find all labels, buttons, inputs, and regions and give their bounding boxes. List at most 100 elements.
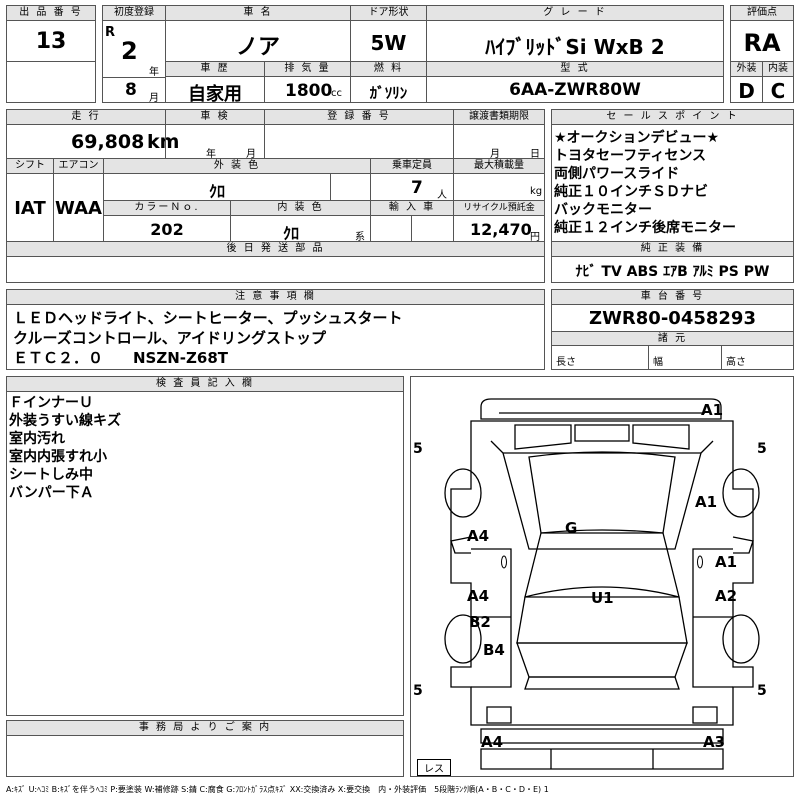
aircon-value: WAA <box>55 198 102 219</box>
sales-points-label: セ ー ル ス ポ イ ン ト <box>551 109 794 125</box>
inspection-label: 車 検 <box>165 109 265 125</box>
capacity-value: 7 <box>411 178 423 198</box>
transfer-day-unit: 日 <box>530 149 540 160</box>
spec-height-cell: 高さ <box>721 345 794 370</box>
mark-rear-right-door: A2 <box>715 587 738 605</box>
shift-cell: IAT <box>6 173 54 242</box>
legend-text: A:ｷｽﾞ U:ﾍｺﾐ B:ｷｽﾞを伴うﾍｺﾐ P:要塗装 W:補修跡 S:錆 … <box>6 785 549 794</box>
notes-label: 注 意 事 項 欄 <box>6 289 545 305</box>
spec-height-label: 高さ <box>726 357 746 368</box>
car-name-cell: ノア <box>165 20 351 62</box>
era: R <box>105 25 116 40</box>
mark-left-rear: B4 <box>483 641 505 659</box>
recycle-unit: 円 <box>530 232 540 243</box>
history-cell: 自家用 <box>165 76 265 105</box>
rating-label: 評価点 <box>730 5 794 21</box>
model-value: 6AA-ZWR80W <box>509 80 641 100</box>
fuel-cell: ｶﾞｿﾘﾝ <box>350 76 427 103</box>
mark-front-bumper: A1 <box>701 401 724 419</box>
car-name-label: 車 名 <box>165 5 351 21</box>
sales-point-item: 両側パワースライド <box>554 166 680 182</box>
reg-year: 2 <box>121 37 138 65</box>
first-reg-cell: R 2 年 <box>102 20 166 78</box>
displacement-label: 排 気 量 <box>264 61 351 77</box>
grade-cell: ﾊｲﾌﾞﾘｯﾄﾞSi WxB 2 <box>426 20 724 62</box>
mark-windshield: G <box>565 519 578 537</box>
chassis-value: ZWR80-0458293 <box>589 308 756 329</box>
mark-left-quarter: B2 <box>469 613 491 631</box>
capacity-unit: 人 <box>437 190 447 201</box>
int-color-cell: ｸﾛ 系 <box>230 215 371 243</box>
ext-color-blank <box>330 173 371 201</box>
transfer-deadline-cell: 月 日 <box>453 124 545 160</box>
grade-label: グ レ ー ド <box>426 5 724 21</box>
interior-grade-label: 内装 <box>762 61 794 77</box>
mileage-unit: km <box>147 131 180 153</box>
shift-value: IAT <box>14 198 46 219</box>
office-label: 事 務 局 よ り ご 案 内 <box>6 720 404 736</box>
note-line: ＥＴＣ２．０ NSZN-Z68T <box>13 349 228 367</box>
sales-point-item: トヨタセーフティセンス <box>554 148 707 164</box>
mark-roof: U1 <box>591 589 614 607</box>
spec-width-cell: 幅 <box>648 345 722 370</box>
chassis-label: 車 台 番 号 <box>551 289 794 305</box>
model-cell: 6AA-ZWR80W <box>426 76 724 103</box>
equipment-value: ﾅﾋﾞ TV ABS ｴｱB ｱﾙﾐ PS PW <box>575 264 770 280</box>
inspector-line: シートしみ中 <box>9 467 93 483</box>
tire-rear-right: 5 <box>757 683 767 699</box>
mark-rear-bumper-right: A3 <box>703 733 726 751</box>
color-no-label: カラーＮｏ. <box>103 200 231 216</box>
equipment-label: 純 正 装 備 <box>551 241 794 257</box>
reg-month: 8 <box>125 80 137 100</box>
recycle-value: 12,470 <box>470 220 532 239</box>
note-line: ＬＥＤヘッドライト、シートヒーター、プッシュスタート <box>13 309 403 327</box>
mark-front-left-door: A4 <box>467 527 490 545</box>
mileage-value: 69,808 <box>71 131 145 153</box>
fuel-value: ｶﾞｿﾘﾝ <box>369 84 408 102</box>
model-label: 型 式 <box>426 61 724 77</box>
notes-box: ＬＥＤヘッドライト、シートヒーター、プッシュスタート クルーズコントロール、アイ… <box>6 304 545 370</box>
car-outline-diagram <box>444 398 760 770</box>
import-cell-a <box>370 215 412 242</box>
doors-cell: 5W <box>350 20 427 62</box>
grade-value: ﾊｲﾌﾞﾘｯﾄﾞSi WxB 2 <box>485 35 665 59</box>
mark-rear-bumper-left: A4 <box>481 733 504 751</box>
displacement-cell: 1800 cc <box>264 76 351 103</box>
inspection-month-unit: 月 <box>246 149 256 160</box>
tire-front-right: 5 <box>757 441 767 457</box>
exterior-grade-label: 外装 <box>730 61 763 77</box>
inspector-box: ＦインナーＵ 外装うすい線キズ 室内汚れ 室内内張すれ小 シートしみ中 バンパー… <box>6 391 404 716</box>
sales-point-item: 純正１０インチＳＤナビ <box>554 184 708 200</box>
month-unit: 月 <box>149 93 159 104</box>
inspection-year-unit: 年 <box>206 149 216 160</box>
sales-points-box: ★オークションデビュー★ トヨタセーフティセンス 両側パワースライド 純正１０イ… <box>551 124 794 242</box>
spec-width-label: 幅 <box>653 357 663 368</box>
int-color-value: ｸﾛ <box>282 224 299 243</box>
sales-point-item: 純正１２インチ後席モニター <box>554 220 736 236</box>
inspector-line: 室内内張すれ小 <box>9 449 107 465</box>
lot-value-cell: 13 <box>6 20 96 62</box>
rating-cell: RA <box>730 20 794 62</box>
recycle-label: リサイクル預託金 <box>453 200 545 216</box>
transfer-month-unit: 月 <box>490 149 500 160</box>
doors-label: ドア形状 <box>350 5 427 21</box>
capacity-label: 乗車定員 <box>370 158 454 174</box>
note-line: クルーズコントロール、アイドリングストップ <box>13 329 327 347</box>
mileage-cell: 69,808 km <box>6 124 179 159</box>
mileage-label: 走 行 <box>6 109 166 125</box>
history-label: 車 歴 <box>165 61 265 77</box>
color-no-value: 202 <box>150 220 184 239</box>
shift-label: シフト <box>6 158 54 174</box>
mark-front-right-fender: A1 <box>695 493 718 511</box>
fuel-label: 燃 料 <box>350 61 427 77</box>
inspector-line: バンパー下Ａ <box>9 485 94 501</box>
import-cell-b <box>411 215 454 242</box>
registration-cell <box>264 124 454 159</box>
color-no-cell: 202 <box>103 215 231 242</box>
sales-point-item: バックモニター <box>554 202 652 218</box>
inspector-line: 外装うすい線キズ <box>9 413 121 429</box>
rating-value: RA <box>743 29 781 57</box>
mark-rear-left-door: A4 <box>467 587 490 605</box>
int-color-label: 内 装 色 <box>230 200 371 216</box>
office-box <box>6 735 404 777</box>
